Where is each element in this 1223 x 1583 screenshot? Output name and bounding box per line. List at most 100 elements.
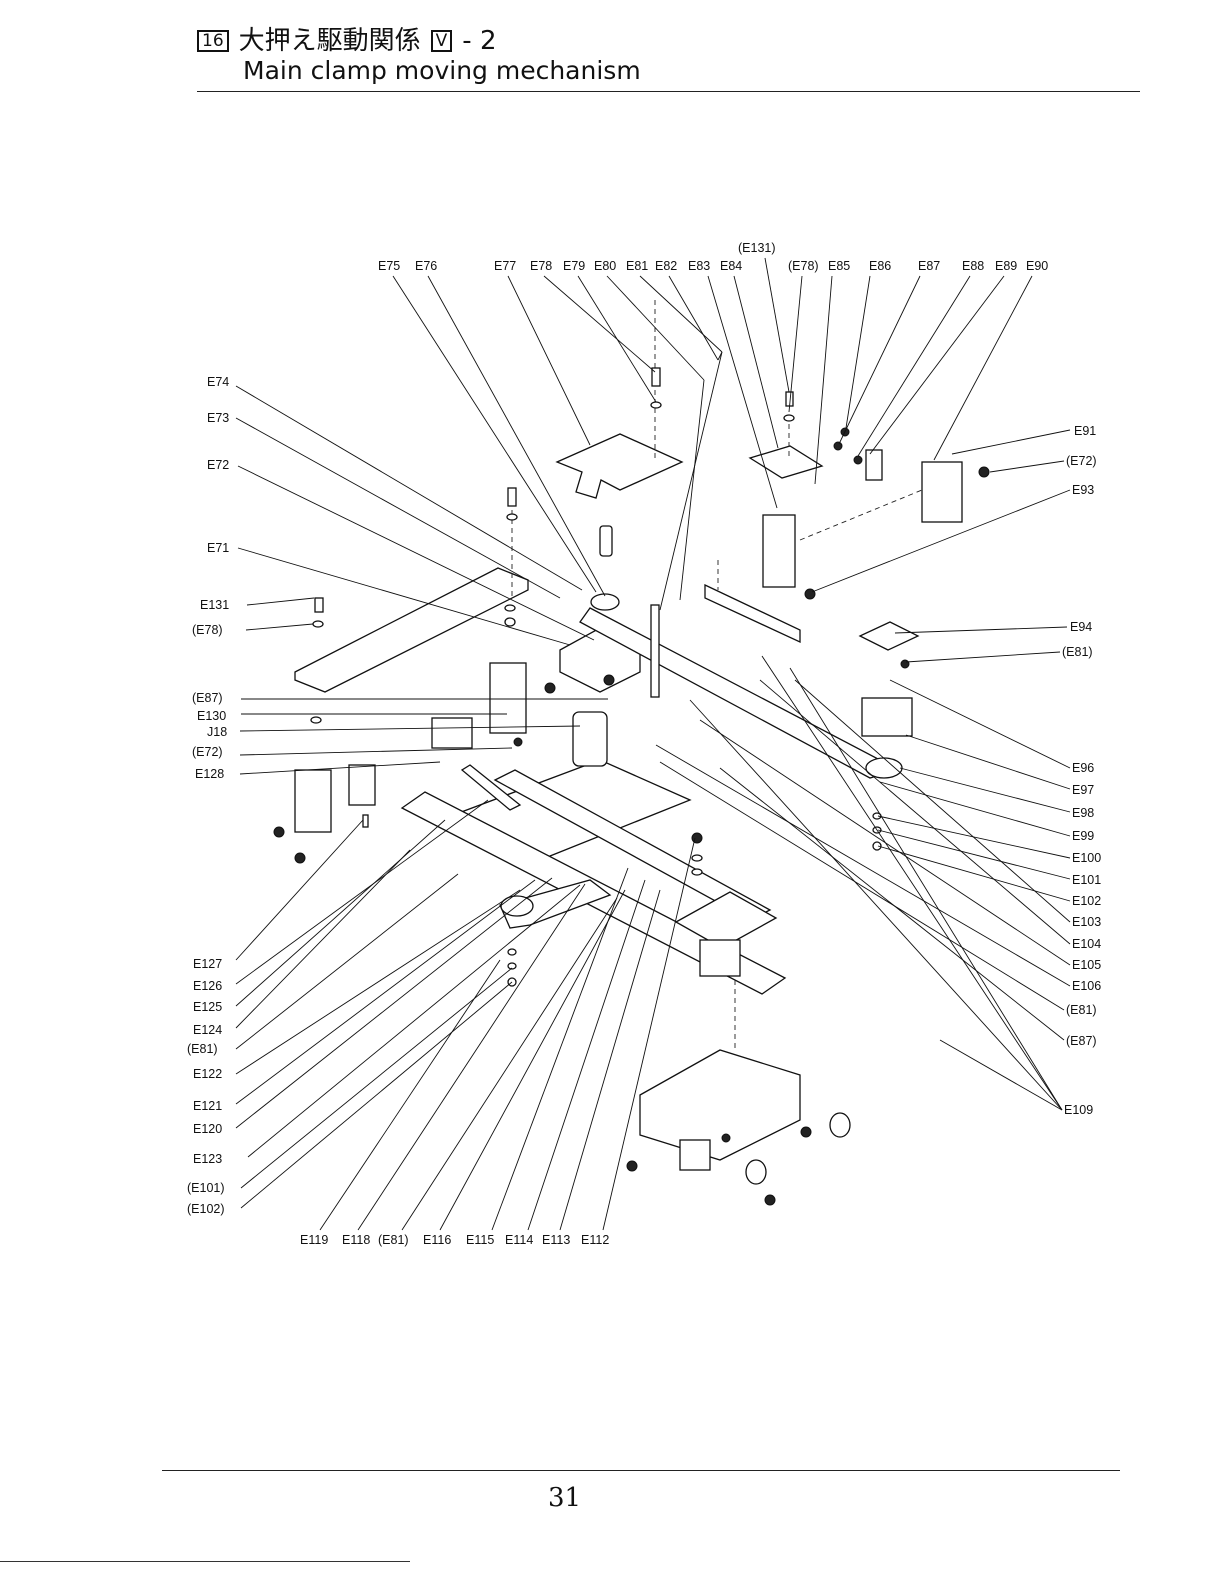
block-e130: [489, 662, 527, 734]
callout-label: E106: [1072, 979, 1101, 993]
slider-e94: [858, 621, 920, 651]
callout-label: E97: [1072, 783, 1094, 797]
callout-label: E90: [1026, 259, 1048, 273]
callout-label: (E101): [187, 1181, 225, 1195]
callout-label: E94: [1070, 620, 1092, 634]
rod-e82: [650, 604, 660, 698]
callout-label: E121: [193, 1099, 222, 1113]
callout-label: E113: [542, 1233, 570, 1247]
callout-label: (E81): [1066, 1003, 1097, 1017]
callout-label: E100: [1072, 851, 1101, 865]
callout-label: E96: [1072, 761, 1094, 775]
callout-label: E81: [626, 259, 648, 273]
callout-label: E72: [207, 458, 229, 472]
title-english: Main clamp moving mechanism: [243, 56, 641, 85]
motor-j18: [572, 711, 608, 767]
callout-label: E128: [195, 767, 224, 781]
callout-label: (E102): [187, 1202, 225, 1216]
callout-label: (E131): [738, 241, 776, 255]
labels-left: E74 E73 E72 E71 E131 (E78) (E87) E130 J1…: [187, 375, 229, 1216]
callout-label: E71: [207, 541, 229, 555]
callout-label: (E72): [192, 745, 223, 759]
callout-label: E73: [207, 411, 229, 425]
labels-bottom: E119 E118 (E81) E116 E115 E114 E113 E112: [300, 1233, 609, 1247]
callout-label: (E87): [192, 691, 223, 705]
callout-label: (E81): [378, 1233, 409, 1247]
callout-label: (E81): [187, 1042, 218, 1056]
labels-top: E75 E76 E77 E78 E79 E80 E81 E82 E83 E84 …: [378, 241, 1048, 273]
page-number: 31: [548, 1483, 582, 1513]
labels-right: E91 (E72) E93 E94 (E81) E96 E97 E98 E99 …: [1062, 424, 1101, 1117]
callout-label: E83: [688, 259, 710, 273]
callout-label: E114: [505, 1233, 533, 1247]
callout-label: E85: [828, 259, 850, 273]
group-box: V: [430, 30, 453, 52]
callout-label: E75: [378, 259, 400, 273]
bracket-left: [294, 769, 332, 833]
callout-label: E127: [193, 957, 222, 971]
callout-label: E102: [1072, 894, 1101, 908]
callout-label: E103: [1072, 915, 1101, 929]
callout-label: J18: [207, 725, 227, 739]
callout-label: E98: [1072, 806, 1094, 820]
footer-rule: [162, 1470, 1120, 1471]
callout-label: E104: [1072, 937, 1101, 951]
title-japanese: 大押え駆動関係: [238, 26, 421, 56]
callout-label: (E87): [1066, 1034, 1097, 1048]
header-rule: [197, 91, 1140, 92]
callout-label: E123: [193, 1152, 222, 1166]
callout-label: (E72): [1066, 454, 1097, 468]
bracket-e90: [921, 461, 963, 523]
section-number-box: 16: [197, 30, 229, 52]
rail-e84: [704, 583, 801, 644]
callout-label: E109: [1064, 1103, 1093, 1117]
plate-e85: [748, 445, 824, 479]
scan-edge-line: [0, 1561, 410, 1562]
callout-label: E77: [494, 259, 516, 273]
callout-label: E76: [415, 259, 437, 273]
washer-e80: [650, 401, 662, 409]
slide-e112: [674, 891, 778, 949]
sensor-e128: [431, 717, 473, 749]
callout-label: E82: [655, 259, 677, 273]
spring-e126: [460, 764, 522, 811]
callout-label: (E81): [1062, 645, 1093, 659]
callout-label: (E78): [192, 623, 223, 637]
callout-label: E78: [530, 259, 552, 273]
belt-e83: [579, 607, 892, 779]
slide-body: [699, 939, 741, 977]
callout-label: E91: [1074, 424, 1096, 438]
drawing: [273, 300, 990, 1206]
callout-label: E124: [193, 1023, 222, 1037]
header-title-line: 16 大押え駆動関係 V - 2: [197, 26, 641, 56]
callout-label: E87: [918, 259, 940, 273]
callout-label: E120: [193, 1122, 222, 1136]
callout-label: E99: [1072, 829, 1094, 843]
arm-e119: [499, 879, 612, 929]
callout-label: (E78): [788, 259, 819, 273]
callout-label: E89: [995, 259, 1017, 273]
block-e96: [861, 697, 913, 737]
bracket-e86: [762, 514, 796, 588]
screw-e79: [651, 367, 661, 387]
leader-lines: [235, 257, 1071, 1231]
callout-label: E116: [423, 1233, 451, 1247]
arm-e71: [294, 567, 529, 693]
page-header: 16 大押え駆動関係 V - 2 Main clamp moving mecha…: [197, 26, 641, 86]
pin-e76: [599, 525, 613, 557]
callout-label: E101: [1072, 873, 1101, 887]
callout-label: E80: [594, 259, 616, 273]
callout-label: E112: [581, 1233, 609, 1247]
plate-left: [348, 764, 376, 806]
callout-label: E118: [342, 1233, 370, 1247]
screw-e131: [507, 487, 517, 507]
callout-label: E105: [1072, 958, 1101, 972]
callout-label: E93: [1072, 483, 1094, 497]
callout-label: E115: [466, 1233, 494, 1247]
shaft-upper: [493, 769, 772, 921]
callout-label: E74: [207, 375, 229, 389]
callout-label: E79: [563, 259, 585, 273]
callout-label: E84: [720, 259, 742, 273]
callout-label: E86: [869, 259, 891, 273]
